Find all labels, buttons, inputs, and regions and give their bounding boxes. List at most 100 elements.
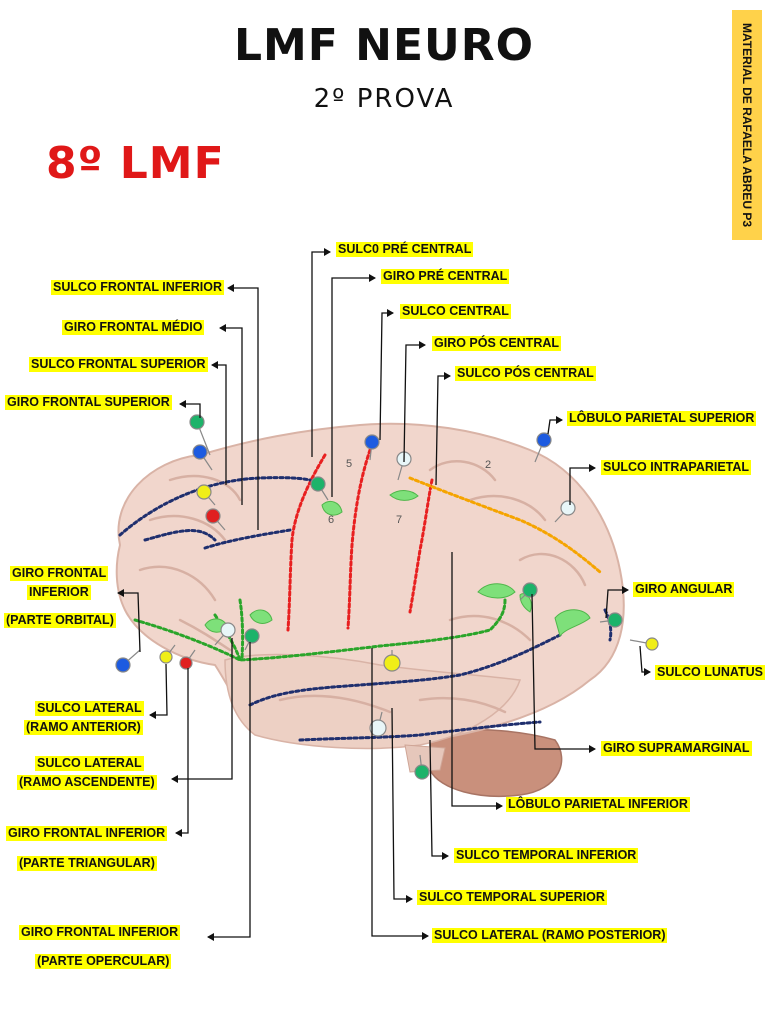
sulco-frontal-superior-line	[118, 476, 312, 537]
sulco-frontal-inferior-line	[143, 529, 217, 542]
leader-sulco-pos-central	[435, 372, 451, 486]
leader-sulco-temporal-superior	[391, 707, 413, 903]
lmf-number: 8º LMF	[46, 138, 225, 189]
label-sulco-pos-central: SULCO PÓS CENTRAL	[455, 366, 596, 381]
label-sulco-frontal-inferior: SULCO FRONTAL INFERIOR	[51, 280, 224, 295]
clay-marker	[249, 609, 273, 624]
label-giro-pre-central: GIRO PRÉ CENTRAL	[381, 269, 510, 284]
label-gfi-opercular-line1: GIRO FRONTAL INFERIOR	[19, 925, 181, 940]
leader-lobulo-parietal-inferior	[451, 552, 503, 810]
sulco-temporal-inferior-line	[298, 720, 542, 742]
label-gfi-opercular-line2: (PARTE OPERCULAR)	[35, 954, 172, 969]
pin-white	[560, 500, 576, 516]
pin-yellow	[383, 654, 401, 672]
leader-sulco-pre-central	[311, 248, 331, 457]
model-number-6: 6	[328, 514, 334, 526]
brainstem	[404, 744, 446, 773]
leader-sulco-frontal-inferior	[227, 284, 259, 530]
leader-sulco-lateral-posterior	[371, 648, 429, 940]
pin-green	[414, 764, 430, 780]
label-sl-ascendente-line1: SULCO LATERAL	[35, 756, 144, 771]
leader-sulco-frontal-superior	[211, 361, 227, 485]
label-sulco-frontal-superior: SULCO FRONTAL SUPERIOR	[29, 357, 208, 372]
label-giro-frontal-medio: GIRO FRONTAL MÉDIO	[62, 320, 205, 335]
clay-marker	[554, 609, 591, 638]
leader-giro-frontal-superior	[179, 400, 201, 418]
pins	[115, 414, 659, 780]
pin-green	[522, 582, 538, 598]
label-sl-ascendente-line2: (RAMO ASCENDENTE)	[17, 775, 157, 790]
pin-yellow	[159, 650, 173, 664]
label-lobulo-parietal-superior: LÔBULO PARIETAL SUPERIOR	[567, 411, 757, 426]
label-sulco-temporal-superior: SULCO TEMPORAL SUPERIOR	[417, 890, 607, 905]
model-number-5: 5	[346, 458, 352, 470]
clay-marker	[321, 501, 343, 516]
leader-giro-angular	[605, 586, 629, 619]
label-sulco-intraparietal: SULCO INTRAPARIETAL	[601, 460, 752, 475]
model-number-2: 2	[485, 459, 491, 471]
cerebellum	[429, 728, 563, 798]
leader-lines	[117, 248, 651, 941]
leader-giro-supramarginal	[531, 593, 596, 753]
navy-sulci	[118, 476, 613, 742]
red-sulci	[286, 448, 434, 632]
leader-gfi-orbital	[117, 589, 141, 653]
pin-yellow	[196, 484, 212, 500]
label-lobulo-parietal-inferior: LÔBULO PARIETAL INFERIOR	[506, 797, 690, 812]
leader-sl-ascendente	[171, 638, 233, 783]
leader-gfi-opercular	[207, 642, 251, 941]
label-gfi-orbital-line2: INFERIOR	[27, 585, 91, 600]
leader-sl-anterior	[149, 663, 168, 719]
pin-blue	[364, 434, 380, 450]
label-sulco-central: SULCO CENTRAL	[400, 304, 511, 319]
leader-giro-frontal-medio	[219, 324, 243, 505]
pin-yellow	[645, 637, 659, 651]
sulco-intraparietal-line	[408, 476, 602, 574]
label-giro-angular: GIRO ANGULAR	[633, 582, 735, 597]
pin-green	[244, 628, 260, 644]
leader-sulco-temporal-inferior	[429, 739, 449, 860]
label-sl-anterior-line1: SULCO LATERAL	[35, 701, 144, 716]
sulco-pre-central-line	[286, 453, 327, 632]
label-gfi-triangular-line2: (PARTE TRIANGULAR)	[17, 856, 157, 871]
leader-sulco-central	[379, 309, 394, 441]
leader-giro-pre-central	[331, 274, 376, 497]
pin-red	[179, 656, 193, 670]
pin-green	[310, 476, 326, 492]
page-subtitle: 2º PROVA	[313, 84, 455, 114]
sulco-temporal-superior-line	[248, 633, 562, 707]
leader-sulco-lunatus	[639, 645, 651, 676]
page-title: LMF NEURO	[233, 20, 535, 71]
label-sulco-pre-central: SULC0 PRÉ CENTRAL	[336, 242, 474, 257]
label-giro-supramarginal: GIRO SUPRAMARGINAL	[601, 741, 752, 756]
pin-red	[205, 508, 221, 524]
pin-white	[220, 622, 236, 638]
label-gfi-orbital-line3: (PARTE ORBITAL)	[4, 613, 116, 628]
label-sl-anterior-line2: (RAMO ANTERIOR)	[24, 720, 143, 735]
label-gfi-orbital-line1: GIRO FRONTAL	[10, 566, 109, 581]
sulco-pos-central-line	[408, 478, 434, 614]
sulco-central-line	[346, 448, 372, 630]
pin-green	[607, 612, 623, 628]
credit-tag: MATERIAL DE RAFAELA ABREU P3	[732, 10, 762, 240]
sulco-lateral-line	[133, 598, 507, 662]
gyri-texture	[138, 460, 587, 714]
label-giro-frontal-superior: GIRO FRONTAL SUPERIOR	[5, 395, 172, 410]
leader-giro-pos-central	[403, 341, 426, 463]
leader-sulco-intraparietal	[569, 464, 596, 505]
label-giro-pos-central: GIRO PÓS CENTRAL	[432, 336, 562, 351]
label-sulco-lunatus: SULCO LUNATUS	[655, 665, 766, 680]
label-gfi-triangular-line1: GIRO FRONTAL INFERIOR	[6, 826, 168, 841]
pin-blue	[536, 432, 552, 448]
clay-marker	[389, 490, 419, 501]
model-number-7: 7	[396, 514, 402, 526]
pin-blue	[115, 657, 131, 673]
leader-lobulo-parietal-superior	[547, 416, 563, 435]
label-sulco-temporal-inferior: SULCO TEMPORAL INFERIOR	[454, 848, 639, 863]
clay-marker	[477, 583, 516, 599]
label-sulco-lateral-posterior: SULCO LATERAL (RAMO POSTERIOR)	[432, 928, 668, 943]
pin-white	[369, 719, 387, 737]
leader-gfi-triangular	[175, 668, 189, 837]
pin-green	[189, 414, 205, 430]
